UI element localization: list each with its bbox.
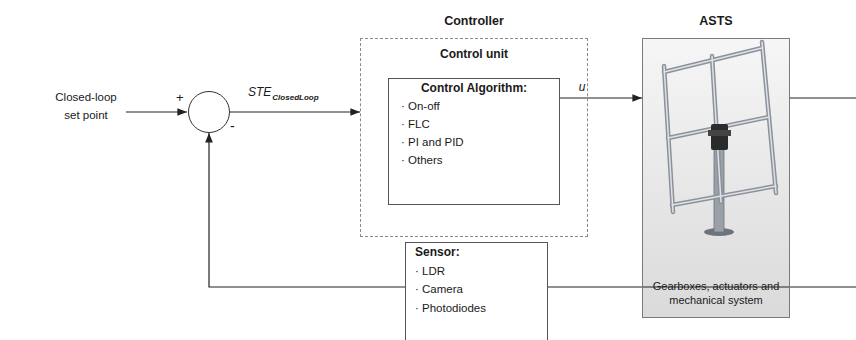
list-item: · Camera (410, 280, 543, 299)
sign-symbol: + (176, 91, 184, 105)
box-heading: ASTS (623, 13, 809, 29)
algorithm-box: Control Algorithm:· On-off· FLC· PI and … (388, 78, 560, 205)
plant-box: ASTSGearboxes, actuators and mechanical … (642, 38, 790, 318)
output-wire (790, 97, 856, 98)
list-item: · FLC (395, 115, 553, 133)
signal-arrow (230, 111, 360, 112)
box-caption: Gearboxes, actuators and mechanical syst… (647, 279, 785, 307)
box-title: Control Algorithm: (395, 79, 553, 97)
sign-symbol: - (230, 119, 235, 133)
setpoint-arrow (126, 111, 187, 112)
signal-label: u (578, 81, 587, 94)
box-title: Sensor: (410, 243, 543, 262)
signal-subscript: ClosedLoop (272, 93, 318, 103)
list-item: · Others (395, 151, 553, 169)
list-item: · On-off (395, 97, 553, 115)
box-heading: Controller (341, 13, 607, 29)
asts-background (642, 38, 790, 318)
signal-arrow (209, 133, 405, 287)
list-item: · PI and PID (395, 133, 553, 151)
signal-arrow (560, 97, 642, 98)
solar-tracker (664, 42, 776, 236)
input-label: Closed-loop set point (48, 88, 124, 124)
list-item: · LDR (410, 262, 543, 281)
controller-box: ControllerControl unitControl Algorithm:… (360, 38, 588, 237)
box-title: Control unit (361, 47, 587, 61)
summing-junction: +- (188, 91, 230, 133)
signal-name: STE (248, 85, 271, 99)
sensor-box: Sensor:· LDR· Camera· Photodiodes (405, 242, 548, 340)
list-item: · Photodiodes (410, 299, 543, 318)
